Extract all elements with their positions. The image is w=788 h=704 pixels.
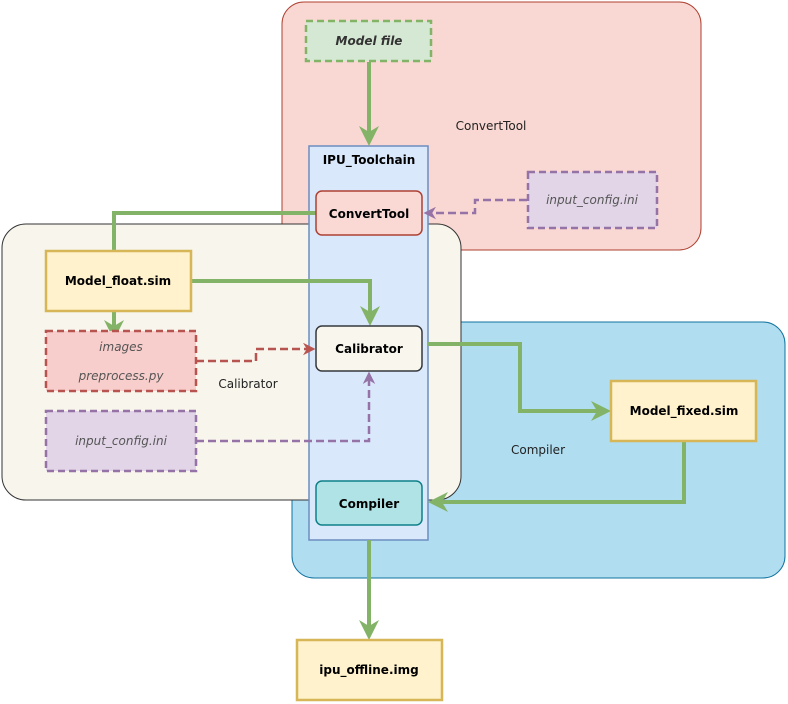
node-input-config-convert-label: input_config.ini xyxy=(546,193,639,207)
edge-calibrator-to-modelfixed xyxy=(428,342,611,421)
node-model-file-label: Model file xyxy=(336,34,403,48)
node-compiler-label: Compiler xyxy=(339,497,400,511)
edge-modelfloat-to-calibrator xyxy=(191,279,380,326)
ipu-toolchain-title: IPU_Toolchain xyxy=(323,153,416,168)
edge-inputconfig-to-calibrator xyxy=(196,371,376,443)
node-input-config-calib: input_config.ini xyxy=(44,409,198,473)
region-compiler-label: Compiler xyxy=(511,443,565,457)
node-preprocess-label: preprocess.py xyxy=(78,369,165,383)
node-compiler: Compiler xyxy=(315,480,423,526)
node-ipu-offline: ipu_offline.img xyxy=(295,638,444,702)
node-converttool: ConvertTool xyxy=(315,190,423,236)
node-images-preprocess: images preprocess.py xyxy=(44,329,198,393)
node-input-config-calib-label: input_config.ini xyxy=(75,434,168,448)
node-model-float-label: Model_float.sim xyxy=(65,274,171,289)
connectors xyxy=(104,62,686,640)
edge-images-to-calibrator xyxy=(196,342,316,363)
edge-inputconfig-to-converttool xyxy=(423,198,527,220)
node-model-file: Model file xyxy=(304,19,433,63)
node-model-fixed: Model_fixed.sim xyxy=(609,379,758,443)
node-model-float: Model_float.sim xyxy=(44,249,193,313)
node-calibrator: Calibrator xyxy=(315,325,423,372)
node-images-label: images xyxy=(99,340,143,354)
region-calibrator-label: Calibrator xyxy=(218,377,277,391)
node-ipu-offline-label: ipu_offline.img xyxy=(319,663,418,678)
region-converttool-label: ConvertTool xyxy=(456,119,527,133)
node-calibrator-label: Calibrator xyxy=(335,342,403,356)
node-model-fixed-label: Model_fixed.sim xyxy=(630,404,739,419)
node-input-config-convert: input_config.ini xyxy=(526,170,659,230)
edge-modelfixed-to-compiler xyxy=(428,441,686,512)
node-converttool-label: ConvertTool xyxy=(329,207,409,221)
